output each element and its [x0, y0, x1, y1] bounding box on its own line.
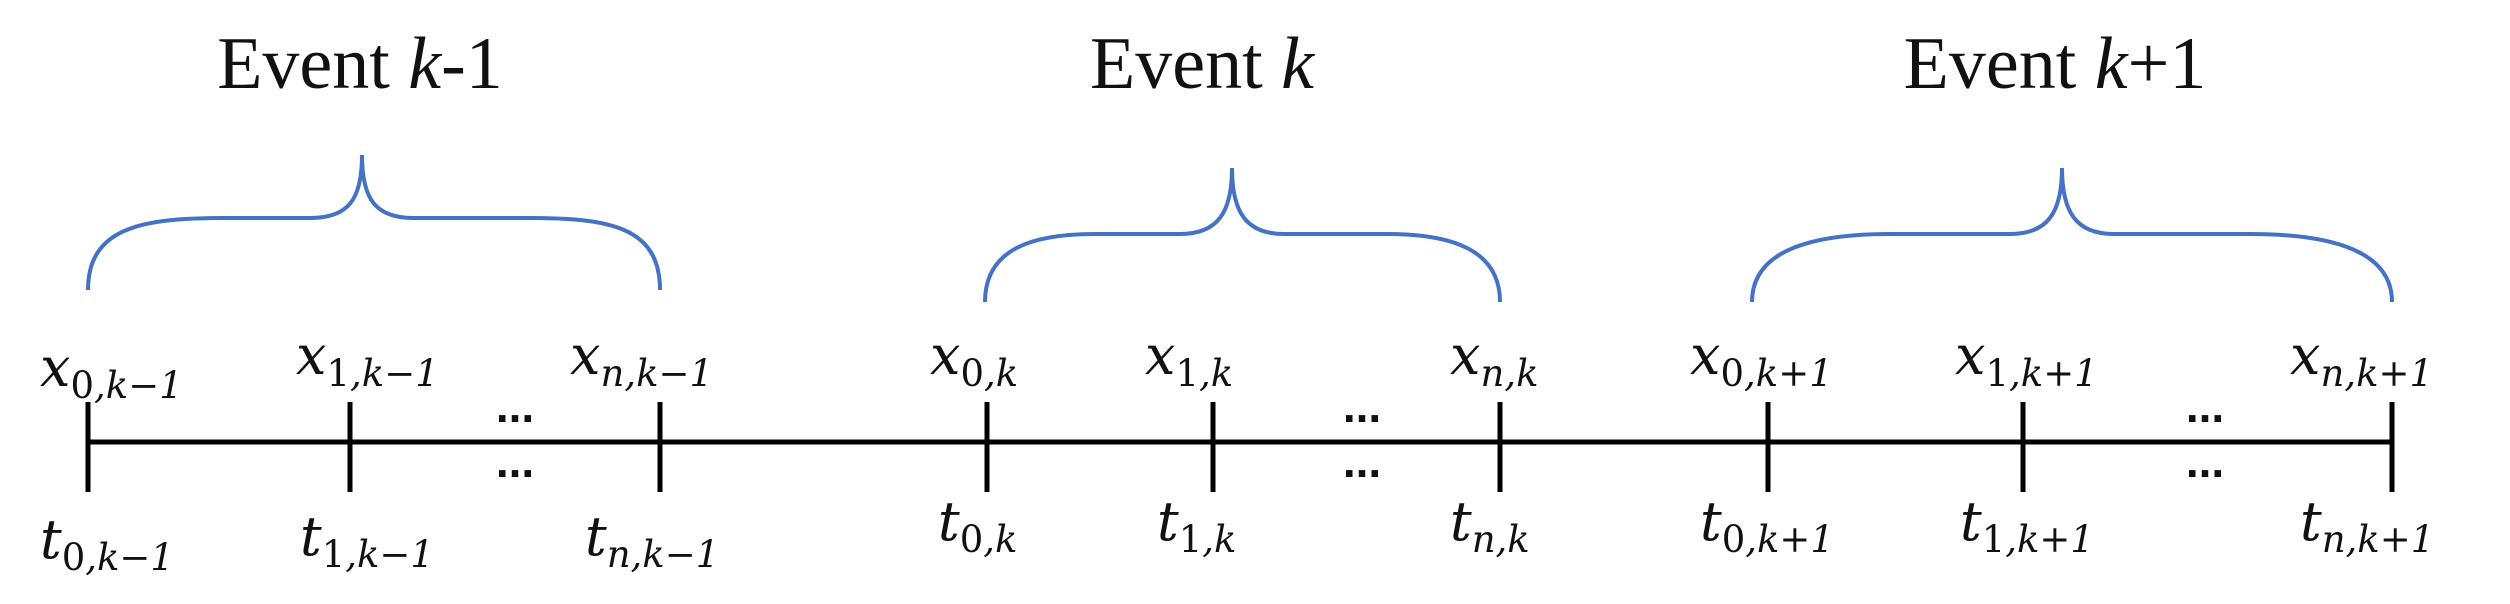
x-label-n-k-plus-1: xn,k+1 — [2290, 324, 2433, 395]
event-brace-k — [983, 167, 1502, 303]
t-label-1-k-plus-1: t1,k+1 — [1960, 490, 2094, 561]
svg-text:x1,k: x1,k — [1145, 324, 1233, 395]
event-brace-k-plus-1 — [1750, 167, 2394, 303]
t-label-n-k: tn,k — [1450, 490, 1530, 561]
svg-text:t1,k−1: t1,k−1 — [300, 505, 434, 576]
event-title-k-minus-1: Event k-1 — [217, 23, 503, 105]
svg-text:tn,k−1: tn,k−1 — [585, 505, 719, 576]
svg-text:t0,k−1: t0,k−1 — [40, 508, 174, 579]
svg-text:tn,k+1: tn,k+1 — [2300, 490, 2434, 561]
t-label-n-k-plus-1: tn,k+1 — [2300, 490, 2434, 561]
x-label-1-k: x1,k — [1145, 324, 1233, 395]
x-label-1-k-minus-1: x1,k−1 — [296, 324, 439, 395]
ellipsis-bottom-k-plus-1: ... — [2186, 435, 2224, 487]
svg-text:x1,k−1: x1,k−1 — [296, 324, 439, 395]
event-title-k-plus-1: Event k+1 — [1904, 23, 2207, 105]
svg-text:xn,k+1: xn,k+1 — [2290, 324, 2433, 395]
event-group-k: Event k x0,k x1,k xn,k ... ... t0,k t1,k… — [930, 23, 1539, 561]
ellipsis-bottom-k-minus-1: ... — [496, 435, 534, 487]
svg-text:xn,k−1: xn,k−1 — [570, 324, 713, 395]
x-label-n-k: xn,k — [1450, 324, 1539, 395]
event-group-k-plus-1: Event k+1 x0,k+1 x1,k+1 xn,k+1 ... ... t… — [1690, 23, 2434, 561]
event-brace-k-minus-1 — [86, 154, 662, 291]
x-label-1-k-plus-1: x1,k+1 — [1955, 324, 2098, 395]
ellipsis-top-k-plus-1: ... — [2186, 380, 2224, 432]
svg-text:xn,k: xn,k — [1450, 324, 1539, 395]
event-group-k-minus-1: Event k-1 x0,k−1 x1,k−1 xn,k−1 ... ... t… — [40, 23, 719, 579]
t-label-0-k: t0,k — [938, 490, 1017, 561]
svg-text:x1,k+1: x1,k+1 — [1955, 324, 2098, 395]
t-label-1-k: t1,k — [1157, 490, 1236, 561]
ellipsis-top-k: ... — [1343, 380, 1381, 432]
x-label-0-k-minus-1: x0,k−1 — [40, 336, 183, 407]
x-label-n-k-minus-1: xn,k−1 — [570, 324, 713, 395]
svg-text:t0,k+1: t0,k+1 — [1700, 490, 1834, 561]
t-label-0-k-minus-1: t0,k−1 — [40, 508, 174, 579]
x-label-0-k: x0,k — [930, 324, 1018, 395]
t-label-1-k-minus-1: t1,k−1 — [300, 505, 434, 576]
x-label-0-k-plus-1: x0,k+1 — [1690, 324, 1833, 395]
event-title-k: Event k — [1090, 23, 1315, 105]
ellipsis-top-k-minus-1: ... — [496, 380, 534, 432]
svg-text:tn,k: tn,k — [1450, 490, 1530, 561]
svg-text:x0,k−1: x0,k−1 — [40, 336, 183, 407]
t-label-0-k-plus-1: t0,k+1 — [1700, 490, 1834, 561]
svg-text:t1,k+1: t1,k+1 — [1960, 490, 2094, 561]
svg-text:x0,k+1: x0,k+1 — [1690, 324, 1833, 395]
ellipsis-bottom-k: ... — [1343, 435, 1381, 487]
t-label-n-k-minus-1: tn,k−1 — [585, 505, 719, 576]
svg-text:x0,k: x0,k — [930, 324, 1018, 395]
svg-text:t0,k: t0,k — [938, 490, 1017, 561]
svg-text:t1,k: t1,k — [1157, 490, 1236, 561]
